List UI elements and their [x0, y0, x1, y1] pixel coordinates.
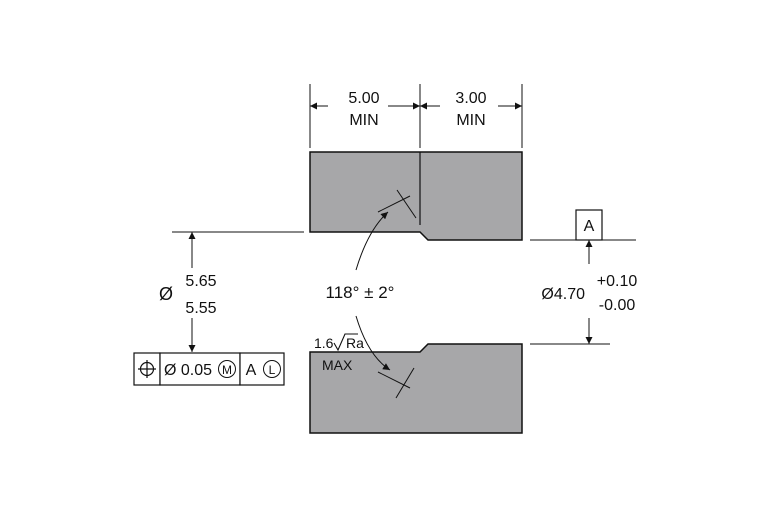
part-upper-wall: [309, 151, 523, 241]
right-dim-value: Ø4.70: [541, 286, 585, 303]
fcf-datum-text: A: [246, 362, 257, 379]
angle-arc-lower: [355, 315, 391, 371]
fcf-mmc-modifier: M: [222, 363, 232, 377]
left-dim-upper: 5.65: [185, 273, 216, 290]
fcf-mmc-circle: [218, 360, 236, 378]
part-lower-wall: [309, 343, 523, 434]
top-dim-left-note: MIN: [349, 112, 378, 129]
surface-finish-value: 1.6: [314, 335, 334, 351]
position-icon: [138, 360, 156, 378]
right-dim-plus-tol: +0.10: [597, 273, 638, 290]
top-dim-right-value: 3.00: [455, 90, 486, 107]
surface-finish-note: MAX: [322, 357, 353, 373]
datum-box: [575, 209, 603, 241]
fcf-lmc-circle: [263, 360, 281, 378]
angle-text: 118° ± 2°: [326, 283, 395, 302]
fcf-cell-datum: [239, 352, 285, 386]
top-dimension-group: [309, 84, 523, 148]
left-dim-lower: 5.55: [185, 300, 216, 317]
top-dim-right-note: MIN: [456, 112, 485, 129]
surface-finish-unit: Ra: [346, 335, 364, 351]
angle-arc-upper: [355, 211, 389, 271]
surface-finish-check-icon: [333, 333, 358, 352]
datum-label: A: [584, 218, 595, 235]
angle-witness-upper-end: [396, 189, 417, 219]
right-dim-minus-tol: -0.00: [599, 297, 636, 314]
fcf-cell-tolerance: [159, 352, 241, 386]
angle-dimension-group: [355, 189, 417, 399]
fcf-tolerance-text: Ø 0.05: [164, 362, 212, 379]
top-dim-left-value: 5.00: [348, 90, 379, 107]
angle-witness-lower-end: [395, 367, 415, 399]
fcf-lmc-modifier: L: [269, 363, 276, 377]
angle-witness-lower: [377, 371, 411, 389]
left-dimension-group: [172, 231, 304, 352]
angle-witness-upper: [377, 195, 411, 213]
left-dim-symbol: Ø: [159, 284, 173, 304]
